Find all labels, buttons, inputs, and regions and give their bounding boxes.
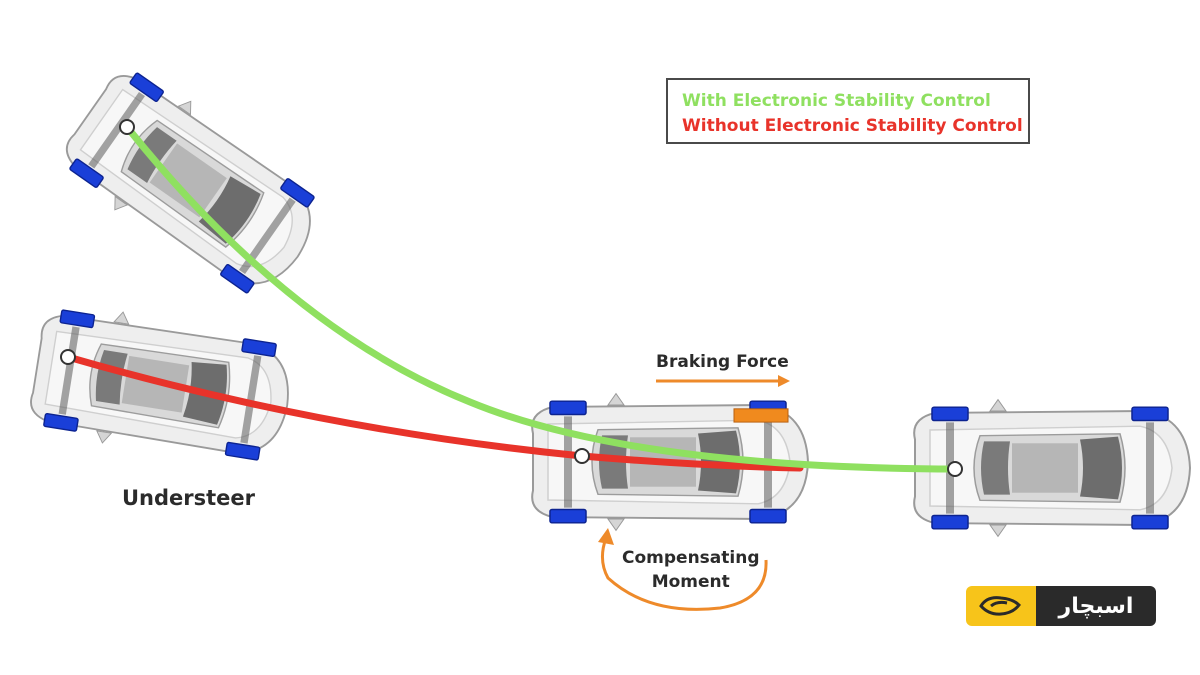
- path-with-esc: [123, 123, 959, 473]
- legend-without-esc: Without Electronic Stability Control: [682, 116, 1023, 136]
- horse-logo-icon: [966, 586, 1036, 626]
- car-esc-top-left: [50, 56, 337, 313]
- pivot-marker-right: [947, 461, 963, 477]
- compensating-moment-line2: Moment: [651, 572, 730, 592]
- compensating-moment-line1: Compensating: [622, 548, 760, 568]
- braking-force-label: Braking Force: [656, 352, 789, 372]
- path-without-esc: [64, 353, 804, 472]
- braking-force-arrow: [656, 375, 790, 387]
- pivot-marker-top-left: [119, 119, 135, 135]
- legend-with-esc: With Electronic Stability Control: [682, 91, 991, 111]
- compensating-moment-arrow: [598, 528, 768, 611]
- car-braking: [531, 392, 809, 532]
- compensating-moment-label: Compensating Moment: [622, 546, 760, 594]
- understeer-label: Understeer: [122, 486, 256, 510]
- logo-text: اسبچار: [1036, 586, 1156, 626]
- pivot-marker-understeer: [60, 349, 76, 365]
- legend-box: With Electronic Stability Control Withou…: [666, 78, 1030, 144]
- brake-pad-indicator: [733, 408, 789, 423]
- pivot-marker-braking: [574, 448, 590, 464]
- brand-logo: اسبچار: [966, 586, 1156, 626]
